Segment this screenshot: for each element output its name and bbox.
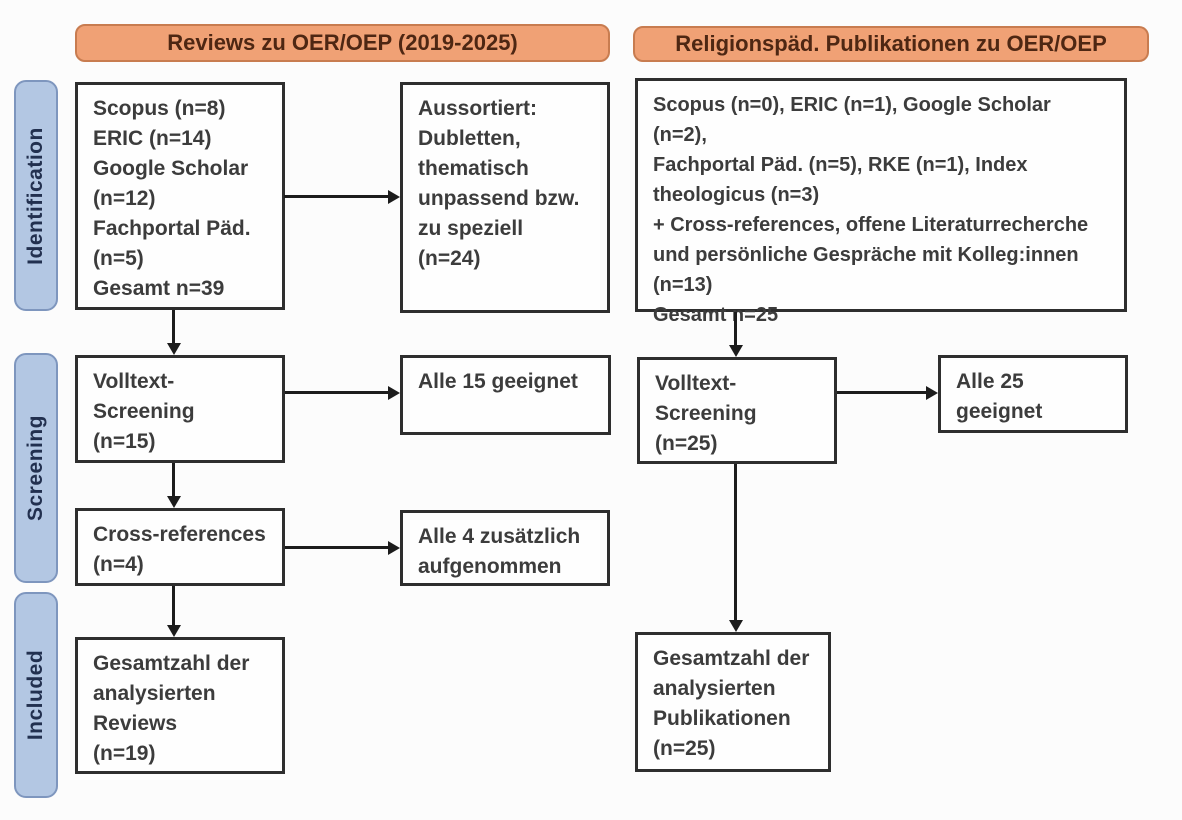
arrow-left-fulltext-to-crossref — [172, 463, 175, 496]
arrow-right-fulltext-to-included — [734, 464, 737, 620]
stage-label-identification-text: Identification — [24, 126, 48, 265]
arrow-right-id-to-fulltext — [734, 312, 737, 345]
box-right-fulltext-result: Alle 25 geeignet — [938, 355, 1128, 433]
arrow-left-crossref-to-included — [172, 586, 175, 625]
stage-label-identification: Identification — [14, 80, 58, 311]
arrow-left-crossref-to-result — [285, 546, 388, 549]
column-header-reviews: Reviews zu OER/OEP (2019-2025) — [75, 24, 610, 62]
box-left-fulltext-result: Alle 15 geeignet — [400, 355, 611, 435]
arrow-left-id-to-excluded — [284, 195, 388, 198]
arrow-left-fulltext-to-result — [285, 391, 388, 394]
column-header-religionspaed: Religionspäd. Publikationen zu OER/OEP — [633, 26, 1149, 62]
box-left-fulltext-screening: Volltext- Screening (n=15) — [75, 355, 285, 463]
stage-label-screening: Screening — [14, 353, 58, 583]
arrow-right-fulltext-to-result — [837, 391, 926, 394]
stage-label-included: Included — [14, 592, 58, 798]
arrow-left-id-to-fulltext — [172, 310, 175, 343]
box-right-identification-sources: Scopus (n=0), ERIC (n=1), Google Scholar… — [635, 78, 1127, 326]
box-left-crossreferences: Cross-references (n=4) — [75, 508, 285, 586]
box-left-included-total: Gesamtzahl der analysierten Reviews (n=1… — [75, 637, 285, 774]
box-right-fulltext-screening: Volltext- Screening (n=25) — [637, 357, 837, 464]
box-right-included-total: Gesamtzahl der analysierten Publikatione… — [635, 632, 831, 772]
box-left-identification-sources: Scopus (n=8) ERIC (n=14) Google Scholar … — [75, 82, 285, 310]
box-left-excluded: Aussortiert: Dubletten, thematisch unpas… — [400, 82, 610, 313]
stage-label-screening-text: Screening — [24, 414, 48, 522]
box-left-crossref-result: Alle 4 zusätzlich aufgenommen — [400, 510, 610, 586]
stage-label-included-text: Included — [24, 649, 47, 741]
